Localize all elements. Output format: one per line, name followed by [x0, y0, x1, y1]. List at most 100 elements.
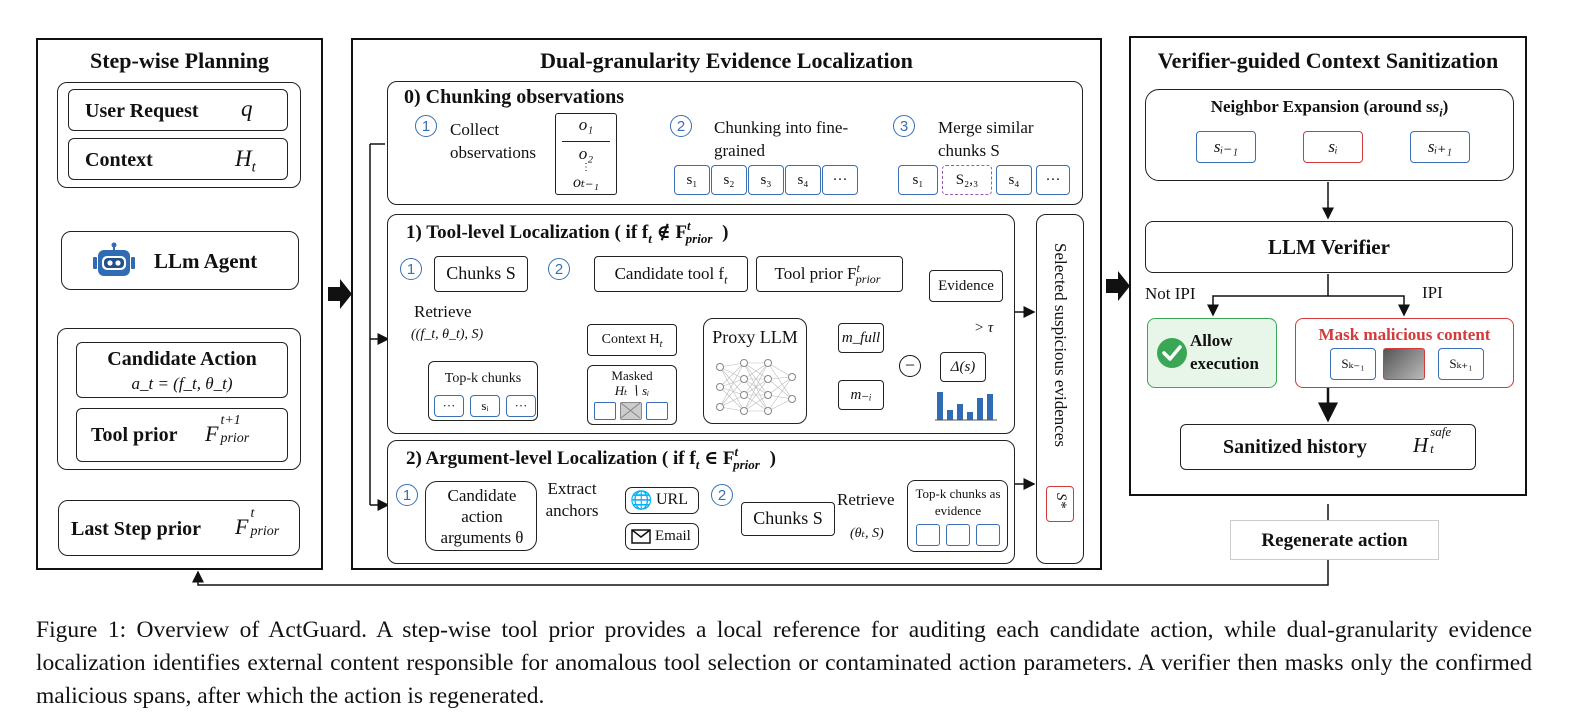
obs-item: o₁ — [578, 115, 594, 134]
context-symbol: Ht — [235, 146, 256, 176]
bar-chart-icon — [935, 392, 997, 421]
neighbor-prev-chip: sᵢ₋₁ — [1196, 131, 1256, 163]
user-request-box: User Request q — [68, 89, 288, 131]
neighbor-current-chip: sᵢ — [1303, 131, 1363, 163]
step-3-marker: 3 — [893, 115, 915, 137]
collect-observations-label: Collect observations — [450, 120, 536, 162]
ipi-label: IPI — [1422, 283, 1443, 302]
selected-evidence-label: Selected suspicious evidences — [1051, 243, 1070, 447]
url-anchor: 🌐 URL — [625, 487, 699, 514]
allow-execution-box: Allow execution — [1147, 318, 1277, 388]
chunk-chip: s₄ — [785, 165, 821, 195]
envelope-icon — [631, 529, 651, 544]
proxy-llm-box: Proxy LLM — [703, 318, 807, 424]
merged-chip: s₁ — [898, 165, 938, 195]
evidence-localization-panel: Dual-granularity Evidence Localization — [351, 38, 1102, 570]
observations-stack: o₁ o₂ ⋮ oₜ₋₁ — [555, 113, 617, 195]
robot-icon — [93, 242, 135, 276]
s-star-box: S* — [1046, 486, 1074, 522]
m-minus-box: m₋ᵢ — [838, 380, 884, 410]
retrieve-label: Retrieve — [414, 302, 472, 321]
mask-prev-chip: Sₖ₋₁ — [1330, 348, 1376, 380]
sanitized-history-label: Sanitized history — [1223, 436, 1367, 458]
url-label: URL — [656, 491, 688, 508]
neighbor-next-chip: sᵢ₊₁ — [1410, 131, 1470, 163]
masked-formula: Hₜ ∖ sᵢ — [614, 383, 650, 398]
allow-execution-label: Allow execution — [1190, 331, 1259, 373]
tool-step-2-marker: 2 — [548, 258, 570, 280]
chunk-chip: s₂ — [711, 165, 747, 195]
globe-icon: 🌐 — [630, 490, 653, 510]
evidence-box: Evidence — [929, 270, 1003, 302]
candidate-action-box: Candidate Action a_t = (f_t, θ_t) — [76, 342, 288, 398]
masked-chunk-icon — [620, 402, 642, 420]
neural-network-icon — [716, 359, 796, 415]
chunk-chip: ··· — [822, 165, 858, 195]
delta-box: Δ(s) — [940, 352, 986, 382]
user-request-label: User Request — [85, 100, 199, 122]
user-request-symbol: q — [241, 96, 253, 121]
arg-retrieve-args: (θₜ, S) — [850, 526, 884, 541]
chunk-chip: s₁ — [674, 165, 710, 195]
masked-box: Masked Hₜ ∖ sᵢ — [587, 365, 677, 425]
llm-agent-box: LLm Agent — [61, 231, 299, 290]
merged-chip: S₂,₃ — [942, 165, 992, 195]
masked-label: Masked — [611, 368, 653, 383]
context-sanitization-panel: Verifier-guided Context Sanitization — [1129, 36, 1527, 496]
tool-prior-label: Tool prior — [91, 424, 178, 446]
planning-title: Step-wise Planning — [89, 48, 270, 73]
topk-label: Top-k chunks — [444, 371, 522, 386]
check-circle-icon — [1157, 338, 1187, 368]
chunk-chip: s₃ — [748, 165, 784, 195]
context-box: Context Ht — [68, 138, 288, 180]
tool-prior-f-box: Tool prior Ftprior — [756, 256, 903, 292]
argument-level-title: 2) Argument-level Localization ( if ft ∈… — [406, 444, 776, 472]
mask-next-chip: Sₖ₊₁ — [1438, 348, 1484, 380]
selected-evidence-column: Selected suspicious evidences — [1036, 214, 1084, 564]
llm-verifier-label: LLM Verifier — [1268, 235, 1390, 259]
candidate-args-label: Candidate action arguments θ — [440, 486, 524, 547]
arg-topk-box: Top-k chunks as evidence — [907, 480, 1008, 552]
merge-label: Merge similar chunks S — [938, 118, 1034, 160]
arg-step-1-marker: 1 — [396, 484, 418, 506]
localization-title: Dual-granularity Evidence Localization — [540, 48, 913, 73]
topk-chip: ··· — [434, 395, 464, 417]
merged-chip: ··· — [1036, 165, 1070, 195]
neighbor-expansion-title: Neighbor Expansion (around ssi) — [1210, 97, 1449, 120]
chunks-s-box: Chunks S — [434, 256, 528, 292]
candidate-action-formula: a_t = (f_t, θ_t) — [131, 374, 233, 393]
m-full-box: m_full — [838, 323, 884, 353]
figure-caption: Figure 1: Overview of ActGuard. A step-w… — [36, 617, 1532, 709]
merged-chip: s₄ — [996, 165, 1032, 195]
arg-step-2-marker: 2 — [711, 484, 733, 506]
tool-level-title: 1) Tool-level Localization ( if ft ∉ Ftp… — [406, 218, 729, 246]
obs-item: ⋮ — [581, 162, 591, 173]
masked-span-block — [1383, 348, 1425, 380]
proxy-llm-label: Proxy LLM — [712, 327, 798, 347]
arg-chunks-s-box: Chunks S — [741, 502, 835, 536]
obs-item: o₂ — [578, 144, 594, 163]
candidate-tool-box: Candidate tool ft — [594, 256, 748, 292]
tool-step-1-marker: 1 — [400, 258, 422, 280]
chunking-label: Chunking into fine-grained — [714, 118, 849, 160]
arg-retrieve-label: Retrieve — [837, 490, 895, 509]
retrieve-args: ((f_t, θ_t), S) — [411, 327, 484, 342]
llm-agent-label: LLm Agent — [154, 249, 258, 273]
regenerate-action-box: Regenerate action — [1230, 520, 1439, 560]
chunking-title: 0) Chunking observations — [404, 86, 625, 108]
regenerate-action-label: Regenerate action — [1261, 530, 1408, 551]
threshold-label: > τ — [974, 320, 994, 336]
s-star-label: S* — [1053, 493, 1069, 508]
context-label: Context — [85, 149, 153, 171]
topk-chip: ··· — [506, 395, 536, 417]
last-step-prior-label: Last Step prior — [71, 518, 201, 540]
extract-anchors-label: Extract anchors — [545, 479, 599, 520]
candidate-args-box: Candidate action arguments θ — [425, 481, 537, 551]
not-ipi-label: Not IPI — [1145, 284, 1196, 303]
obs-item: oₜ₋₁ — [573, 174, 599, 191]
